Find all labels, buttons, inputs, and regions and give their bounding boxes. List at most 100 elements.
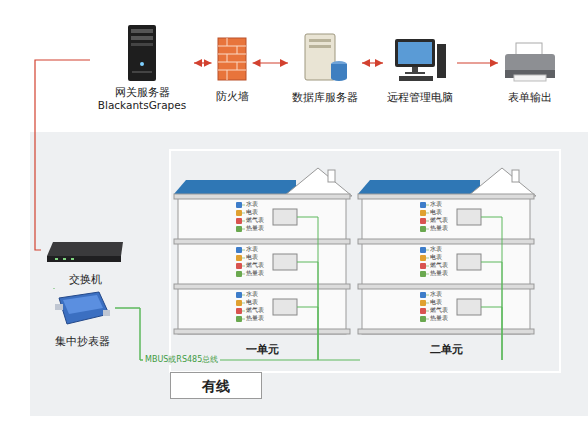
icon-part [505, 54, 555, 72]
meter-label: 热量表 [430, 270, 448, 277]
icon-part [218, 70, 246, 71]
meter-wire [242, 250, 245, 251]
floor-slab [174, 284, 350, 289]
meter-icon [236, 300, 242, 306]
icon-part [516, 43, 542, 55]
icon-part [309, 45, 331, 48]
node-label: 网关服务器 BlackantsGrapes [94, 86, 190, 112]
network-arrow [253, 62, 289, 63]
device-node: 表单输出 [498, 40, 562, 107]
meter-icon [420, 210, 426, 216]
meter-icon [236, 308, 242, 314]
bus-line [54, 288, 55, 289]
meter-label: 热量表 [246, 315, 264, 322]
icon-part [514, 75, 546, 81]
meter-label: 燃气表 [430, 217, 448, 224]
icon-part [399, 76, 433, 81]
device-icon [122, 24, 162, 82]
building-wall [362, 194, 530, 334]
meter-label: 电表 [246, 209, 258, 216]
meter-label: 水表 [246, 201, 258, 208]
node-label: 二单元 [430, 343, 463, 356]
device-icon [301, 32, 349, 82]
meter-box [273, 299, 297, 315]
icon-part [405, 72, 425, 74]
meter-wire [426, 319, 429, 320]
device-node: 防火墙 [212, 33, 253, 106]
meter-label: 水表 [430, 291, 442, 298]
floor-slab [358, 329, 534, 334]
device-node: 集中抄表器 [49, 288, 115, 351]
node-label: 集中抄表器 [55, 335, 110, 348]
device-icon [393, 38, 447, 82]
meter-wire [242, 221, 245, 222]
icon-part [395, 39, 435, 67]
meter-label: 燃气表 [246, 307, 264, 314]
bus-drop-wire [297, 217, 318, 360]
icon-part [227, 38, 228, 46]
meter-icon [420, 308, 426, 314]
meter-label: 热量表 [246, 225, 264, 232]
device-node: 网关服务器 BlackantsGrapes [90, 22, 194, 115]
network-arrow [362, 62, 383, 63]
icon-part [55, 258, 58, 260]
wired-box: 有线 [170, 372, 262, 399]
node-label: 防火墙 [216, 90, 249, 103]
node-label: 一单元 [246, 343, 279, 356]
meter-wire [242, 258, 245, 259]
icon-part [128, 25, 156, 81]
node-label: 有线 [202, 377, 230, 395]
node-label: 表单输出 [508, 91, 552, 104]
icon-part [131, 36, 153, 40]
meter-box [457, 209, 481, 225]
meter-wire [242, 205, 245, 206]
bus-drop-wire [481, 307, 502, 360]
icon-part [47, 242, 123, 256]
icon-part [63, 295, 103, 314]
meter-label: 电表 [430, 299, 442, 306]
meter-wire [242, 311, 245, 312]
icon-part [331, 75, 347, 81]
meter-label: 热量表 [430, 225, 448, 232]
meter-wire [242, 303, 245, 304]
icon-part [218, 62, 246, 63]
icon-part [132, 71, 152, 73]
meter-label: 电表 [246, 254, 258, 261]
meter-wire [426, 311, 429, 312]
icon-part [227, 54, 228, 62]
icon-part [305, 34, 335, 80]
node-label: 交换机 [69, 273, 102, 286]
meter-label: 水表 [246, 246, 258, 253]
icon-part [227, 70, 228, 80]
meter-wire [426, 295, 429, 296]
meter-label: 热量表 [246, 270, 264, 277]
chimney [328, 170, 335, 182]
meter-icon [236, 292, 242, 298]
icon-part [218, 54, 246, 55]
gable [284, 168, 352, 196]
icon-part [437, 44, 446, 78]
meter-icon [236, 202, 242, 208]
device-icon [45, 240, 125, 264]
meter-label: 电表 [430, 209, 442, 216]
roof [358, 180, 480, 194]
meter-icon [236, 218, 242, 224]
meter-wire [242, 295, 245, 296]
building-wall [178, 194, 346, 334]
meter-wire [426, 303, 429, 304]
icon-part [398, 42, 432, 64]
chimney [512, 170, 519, 182]
icon-part [218, 38, 246, 80]
meter-box [273, 209, 297, 225]
meter-icon [420, 218, 426, 224]
meter-wire [426, 274, 429, 275]
bus-label: MBUS或RS485总线 [143, 355, 220, 365]
meter-icon [236, 271, 242, 277]
bus-drop-wire [481, 217, 502, 360]
icon-part [71, 258, 74, 260]
meter-box [457, 254, 481, 270]
meter-label: 电表 [246, 299, 258, 306]
meter-icon [420, 226, 426, 232]
meter-box [273, 254, 297, 270]
